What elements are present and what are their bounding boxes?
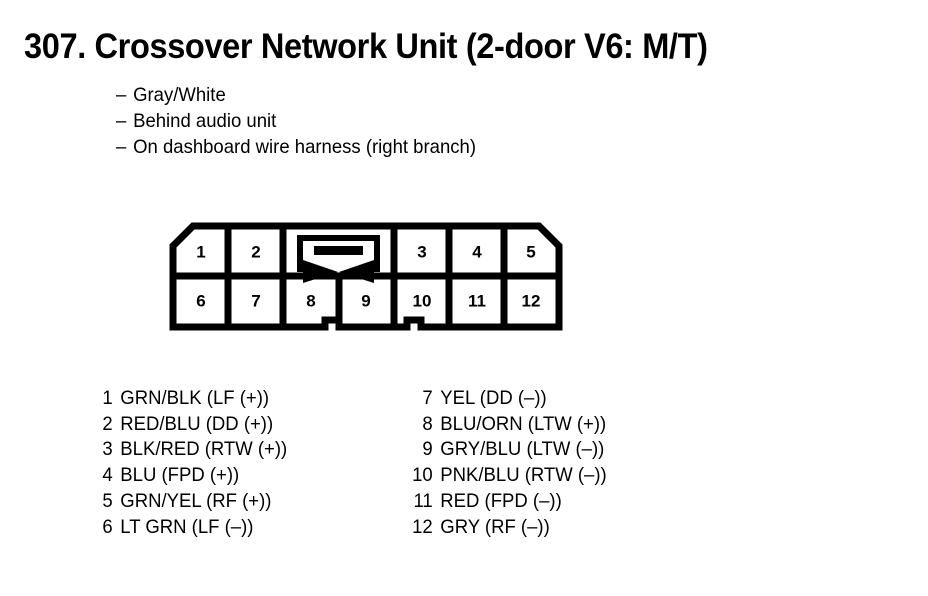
- pin-number-2: 2: [251, 242, 260, 261]
- note-item: –Behind audio unit: [116, 108, 476, 134]
- pin-legend-text: BLK/RED (RTW (+)): [120, 438, 288, 461]
- pin-number-7: 7: [251, 291, 260, 310]
- pin-legend-text: GRN/BLK (LF (+)): [120, 387, 270, 409]
- pin-legend-number: 7: [422, 387, 433, 409]
- pin-legend-row: 11 RED (FPD (–)): [408, 489, 607, 515]
- pin-legend-number: 12: [412, 515, 433, 538]
- pin-number-8: 8: [306, 291, 315, 310]
- dash-bullet-icon: –: [116, 84, 127, 106]
- pin-legend-row: 12 GRY (RF (–)): [408, 515, 607, 541]
- pin-number-5: 5: [526, 242, 535, 261]
- pin-legend-row: 6 LT GRN (LF (–)): [88, 515, 287, 541]
- pin-legend-number: 4: [102, 464, 113, 487]
- pin-legend-number: 5: [102, 489, 113, 512]
- pin-legend-row: 2 RED/BLU (DD (+)): [88, 412, 287, 438]
- pin-number-3: 3: [417, 242, 426, 261]
- notes-list: –Gray/White –Behind audio unit –On dashb…: [116, 82, 495, 160]
- note-item: –On dashboard wire harness (right branch…: [116, 134, 476, 160]
- pin-legend-row: 3 BLK/RED (RTW (+)): [88, 437, 287, 463]
- pin-number-12: 12: [522, 291, 541, 310]
- pin-legend-text: YEL (DD (–)): [440, 387, 547, 409]
- note-item: –Gray/White: [116, 82, 476, 108]
- pin-legend-text: RED (FPD (–)): [440, 489, 562, 512]
- pin-legend-text: GRY (RF (–)): [440, 515, 550, 538]
- pin-legend-column-left: 1 GRN/BLK (LF (+)) 2 RED/BLU (DD (+)) 3 BLK…: [88, 386, 298, 540]
- pin-legend-number: 3: [102, 438, 113, 461]
- dash-bullet-icon: –: [116, 136, 127, 158]
- pin-legend-number: 8: [422, 412, 433, 435]
- page-title: 307. Crossover Network Unit (2-door V6: …: [24, 27, 708, 66]
- pin-number-1: 1: [196, 242, 205, 261]
- pin-legend-text: LT GRN (LF (–)): [120, 515, 254, 538]
- pin-number-11: 11: [468, 291, 486, 310]
- note-text: Gray/White: [133, 84, 226, 106]
- pin-legend-number: 9: [422, 438, 433, 461]
- pin-legend-row: 5 GRN/YEL (RF (+)): [88, 489, 287, 515]
- pin-legend-number: 10: [412, 464, 433, 487]
- pin-legend-text: GRN/YEL (RF (+)): [120, 489, 272, 512]
- pin-legend-row: 10 PNK/BLU (RTW (–)): [408, 463, 607, 489]
- pin-legend-number: 2: [102, 412, 113, 435]
- dash-bullet-icon: –: [116, 110, 127, 132]
- pin-legend-row: 7 YEL (DD (–)): [408, 386, 607, 412]
- pin-legend-number: 1: [102, 387, 113, 409]
- pin-legend-number: 6: [102, 515, 113, 538]
- note-text: On dashboard wire harness (right branch): [133, 136, 476, 158]
- pin-number-4: 4: [472, 242, 482, 261]
- pin-legend-text: BLU (FPD (+)): [120, 464, 240, 487]
- pin-legend-row: 4 BLU (FPD (+)): [88, 463, 287, 489]
- pin-number-6: 6: [196, 291, 205, 310]
- pin-legend-column-right: 7 YEL (DD (–)) 8 BLU/ORN (LTW (+)) 9 GRY/BL…: [408, 386, 617, 540]
- note-text: Behind audio unit: [133, 110, 277, 132]
- pin-legend-row: 9 GRY/BLU (LTW (–)): [408, 437, 607, 463]
- pin-legend-text: PNK/BLU (RTW (–)): [440, 464, 607, 487]
- pin-legend-number: 11: [413, 489, 433, 512]
- pin-number-9: 9: [361, 291, 370, 310]
- pin-legend-row: 1 GRN/BLK (LF (+)): [88, 386, 287, 412]
- pin-legend-row: 8 BLU/ORN (LTW (+)): [408, 412, 607, 438]
- pin-legend-text: RED/BLU (DD (+)): [120, 412, 274, 435]
- connector-pinout-diagram: 1 2 3 4 5 6 7 8 9 10 11 12: [169, 222, 563, 331]
- pin-legend-text: BLU/ORN (LTW (+)): [440, 412, 607, 435]
- connector-latch-icon: [297, 235, 380, 283]
- pin-legend-text: GRY/BLU (LTW (–)): [440, 438, 605, 461]
- pin-number-10: 10: [413, 291, 432, 310]
